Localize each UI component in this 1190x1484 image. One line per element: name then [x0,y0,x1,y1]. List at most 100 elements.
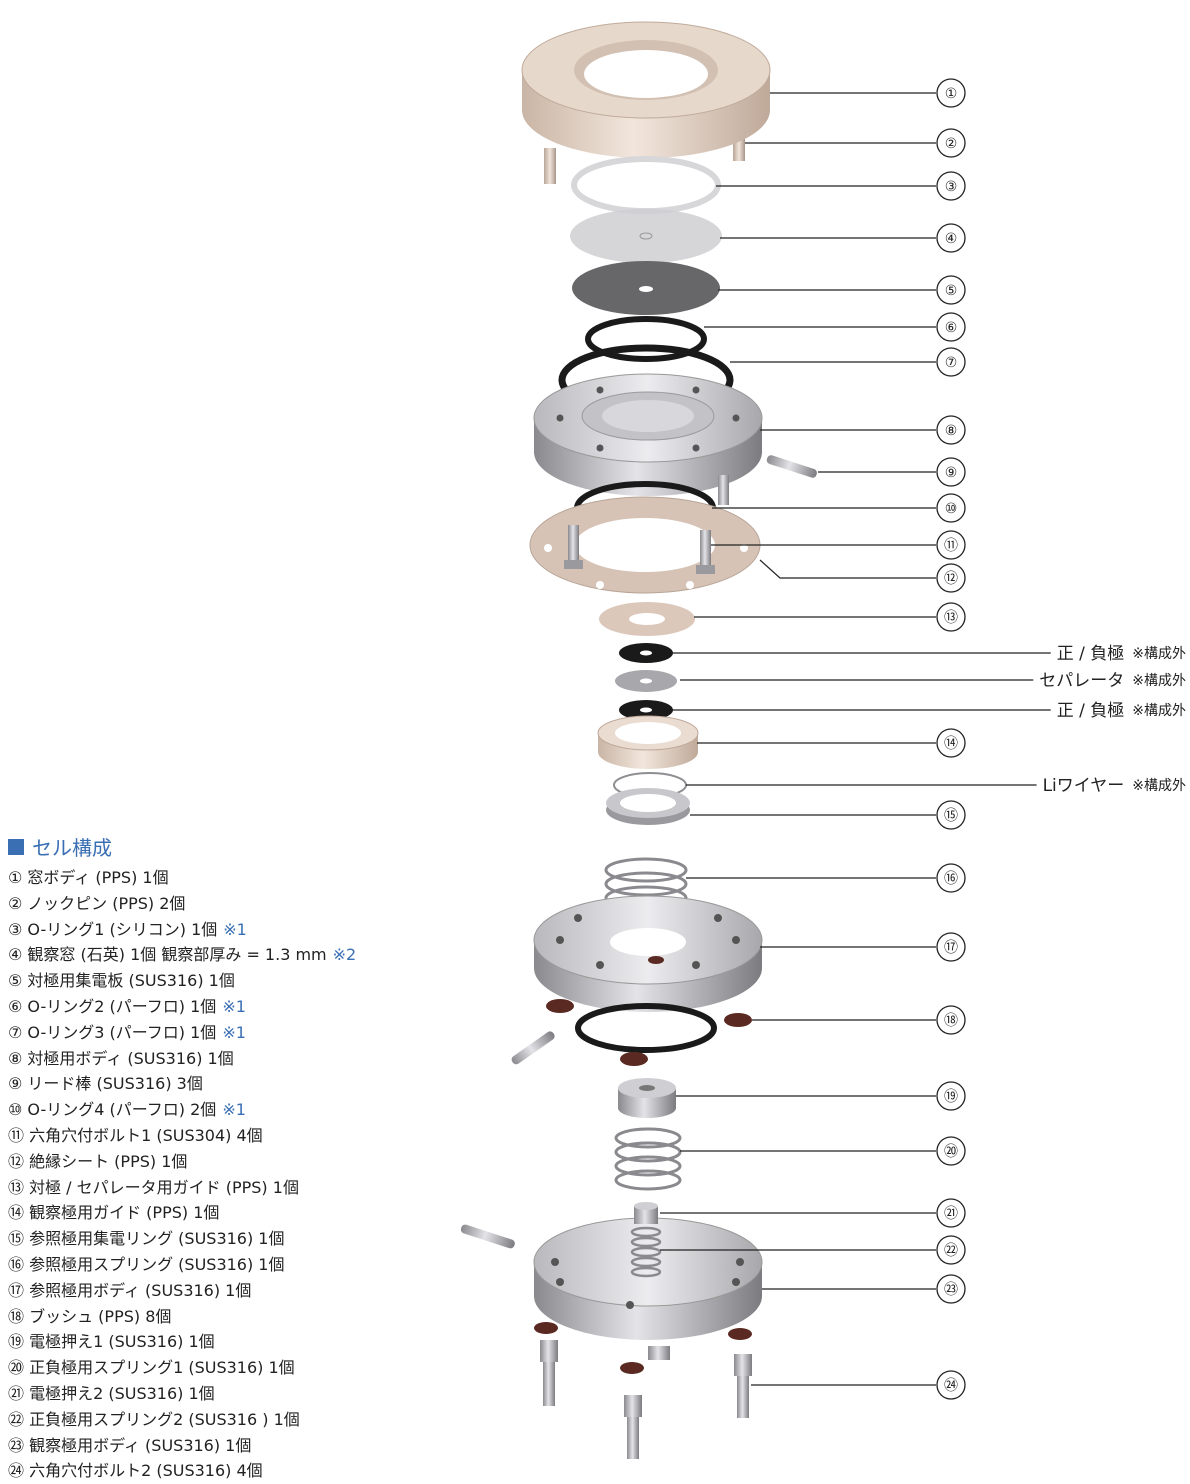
callout-circle [936,1136,966,1166]
external-label: 正 / 負極 [1057,701,1125,721]
part-text: ⑧ 対極用ボディ (SUS316) 1個 [8,1048,234,1068]
external-note: ※構成外 [1132,646,1186,662]
external-note: ※構成外 [1132,778,1186,794]
counter-electrode-body [533,373,763,496]
part-text: ㉒ 正負極用スプリング2 (SUS316 ) 1個 [8,1409,300,1429]
callout-circle [936,347,966,377]
part-text: ⑫ 絶縁シート (PPS) 1個 [8,1151,188,1171]
callout-number: ㉓ [944,1282,958,1298]
leader-line [759,559,936,579]
part-text: ④ 観察窓 (石英) 1個 観察部厚み = 1.3 mm [8,945,327,965]
external-note: ※構成外 [1132,673,1186,689]
callout-circle [936,530,966,560]
lead-rod-left-2 [460,1224,515,1249]
callout-number: ③ [945,179,958,195]
callout-number: ⑪ [944,538,958,554]
callout-number: ⑤ [945,283,958,299]
part-note: ※1 [222,1022,246,1042]
part-text: ⑩ O-リング4 (パーフロ) 2個 [8,1100,217,1120]
electrode-spring-2 [630,1226,662,1278]
callout-circle [936,1370,966,1400]
parts-list-item: ② ノックピン (PPS) 2個 [8,891,488,917]
callout-circle [936,863,966,893]
part-text: ② ノックピン (PPS) 2個 [8,893,186,913]
callout-number: ⑩ [945,501,958,517]
callout-number: ④ [945,231,958,247]
bushes [546,956,752,1066]
callout-circle [936,728,966,758]
callout-circle [936,1005,966,1035]
o-ring-4-lower [575,1003,717,1053]
callout-number: ⑮ [944,808,958,824]
window-body [521,21,771,184]
parts-list-item: ⑧ 対極用ボディ (SUS316) 1個 [8,1046,488,1072]
hex-bolts-1 [564,475,729,574]
callout-number: ⑦ [945,355,958,371]
callout-number: ㉑ [944,1206,958,1222]
parts-list-item: ③ O-リング1 (シリコン) 1個※1 [8,917,488,943]
part-text: ㉓ 観察極用ボディ (SUS316) 1個 [8,1435,252,1455]
external-label: Liワイヤー [1043,776,1125,796]
callout-number: ⑱ [944,1013,958,1029]
o-ring-2 [585,316,707,362]
callout-circle [936,602,966,632]
electrode-spring-1 [614,1127,682,1191]
callout-circle [936,1198,966,1228]
electrode-holder-1 [618,1078,676,1118]
part-note: ※2 [332,945,357,965]
callout-circle [936,493,966,523]
callout-number: ⑨ [945,465,958,481]
bushes-lower [534,1322,752,1374]
callout-number: ① [945,86,958,102]
observation-electrode-body [533,1217,763,1340]
callout-number: ⑬ [944,610,958,626]
parts-list-item: ⑬ 対極 / セパレータ用ガイド (PPS) 1個 [8,1175,488,1201]
parts-list-item: ⑰ 参照極用ボディ (SUS316) 1個 [8,1278,488,1304]
separator [615,670,677,692]
parts-list-item: ⑨ リード棒 (SUS316) 3個 [8,1071,488,1097]
parts-list-item: ⑲ 電極押え1 (SUS316) 1個 [8,1329,488,1355]
callout-circle [936,800,966,830]
callout-circle [936,1081,966,1111]
reference-electrode-body [533,895,763,1012]
part-text: ⑳ 正負極用スプリング1 (SUS316) 1個 [8,1358,295,1378]
callout-circle [936,312,966,342]
part-text: ⑰ 参照極用ボディ (SUS316) 1個 [8,1280,252,1300]
callout-circle [936,563,966,593]
part-note: ※1 [223,919,247,939]
part-text: ⑱ ブッシュ (PPS) 8個 [8,1306,172,1326]
callout-circle [936,275,966,305]
quartz-window [570,209,722,263]
hex-bolts-2 [540,1340,752,1459]
part-text: ⑤ 対極用集電板 (SUS316) 1個 [8,971,235,991]
parts-list-item: ⑤ 対極用集電板 (SUS316) 1個 [8,968,488,994]
callout-circle [936,932,966,962]
parts-list-item: ㉑ 電極押え2 (SUS316) 1個 [8,1381,488,1407]
callout-number: ⑰ [944,940,958,956]
callout-number: ⑯ [944,871,958,887]
parts-list-item: ⑩ O-リング4 (パーフロ) 2個※1 [8,1097,488,1123]
parts-list-item: ㉒ 正負極用スプリング2 (SUS316 ) 1個 [8,1407,488,1433]
electrode-1 [619,643,673,663]
observation-electrode-guide [597,715,699,769]
parts-list-item: ① 窓ボディ (PPS) 1個 [8,865,488,891]
separator-guide [599,602,695,636]
part-text: ⑬ 対極 / セパレータ用ガイド (PPS) 1個 [8,1177,299,1197]
part-text: ⑭ 観察極用ガイド (PPS) 1個 [8,1203,220,1223]
parts-list-item: ㉔ 六角穴付ボルト2 (SUS316) 4個 [8,1458,488,1484]
electrode-holder-2 [634,1202,658,1224]
parts-list-item: ⑭ 観察極用ガイド (PPS) 1個 [8,1200,488,1226]
parts-list-item: ⑱ ブッシュ (PPS) 8個 [8,1304,488,1330]
callout-circle [936,78,966,108]
callout-circle [936,1274,966,1304]
external-note: ※構成外 [1132,703,1186,719]
callout-number: ② [945,136,958,152]
parts-list-item: ⑯ 参照極用スプリング (SUS316) 1個 [8,1252,488,1278]
external-label: セパレータ [1039,671,1124,691]
part-text: ⑪ 六角穴付ボルト1 (SUS304) 4個 [8,1125,263,1145]
callout-number: ⑲ [944,1089,958,1105]
part-text: ⑯ 参照極用スプリング (SUS316) 1個 [8,1254,285,1274]
